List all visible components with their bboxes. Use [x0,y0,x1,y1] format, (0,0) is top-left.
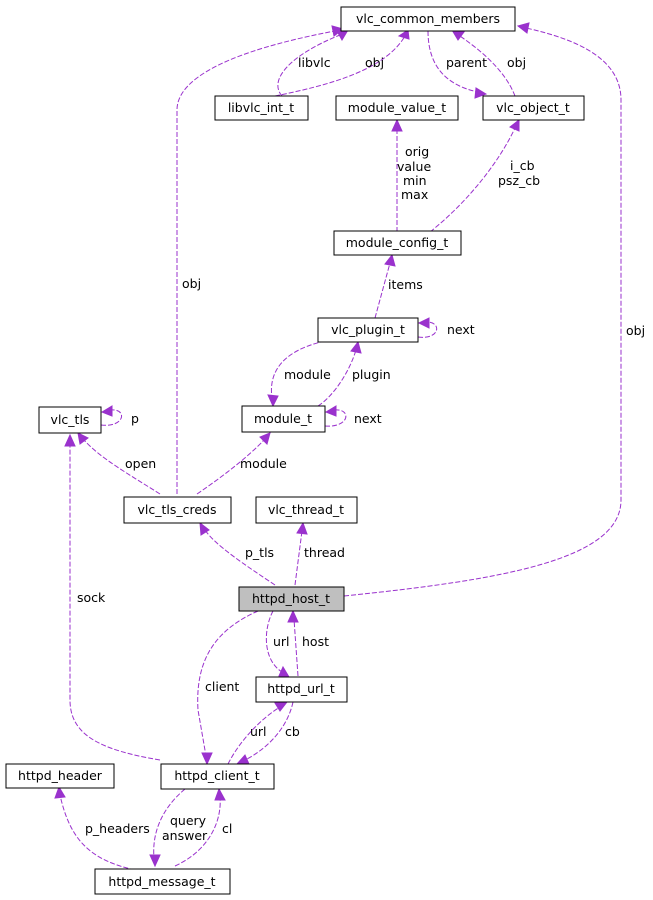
node-module-value-t[interactable]: module_value_t [335,95,459,121]
node-label-httpd-message-t: httpd_message_t [108,874,215,889]
edge-label-plugin: plugin [352,367,391,382]
edge-label-cb: cb [285,724,300,739]
edge-label-libvlc-obj: obj [365,55,384,70]
node-module-config-t[interactable]: module_config_t [333,230,462,256]
edge-cl: cl [174,787,232,867]
edge-libvlc-obj: obj [274,29,410,97]
node-vlc-thread-t[interactable]: vlc_thread_t [255,496,358,524]
edge-open: open [77,432,161,495]
edge-plugin: plugin [317,340,391,407]
edge-label-sock: sock [77,590,106,605]
edge-label-plugin-next: next [447,322,475,337]
node-httpd-url-t[interactable]: httpd_url_t [255,676,348,703]
node-vlc-tls-creds[interactable]: vlc_tls_creds [123,496,232,524]
edge-label-items: items [388,277,423,292]
edge-label-query: query [170,813,207,828]
node-label-httpd-url-t: httpd_url_t [267,681,335,696]
edge-client: client [197,610,259,766]
edge-label-client-url: url [250,724,267,739]
node-label-libvlc-int-t: libvlc_int_t [228,100,294,115]
edge-label-p-headers: p_headers [85,821,150,836]
edge-label-creds-module: module [240,456,287,471]
edge-label-url: url [273,634,290,649]
edge-plugin-next: next [417,317,475,338]
node-vlc-common-members[interactable]: vlc_common_members [340,6,516,32]
node-label-vlc-thread-t: vlc_thread_t [268,502,344,517]
edge-p-headers: p_headers [54,785,150,871]
node-label-module-value-t: module_value_t [348,100,446,115]
edge-parent: parent [427,30,488,99]
edge-module: module [267,340,331,408]
node-label-httpd-client-t: httpd_client_t [174,768,259,783]
edge-items: items [374,253,423,319]
edge-label-module-next: next [354,411,382,426]
node-label-module-config-t: module_config_t [346,235,449,250]
edge-label-module: module [284,367,331,382]
edge-label-cl: cl [222,821,232,836]
edge-label-client: client [205,679,239,694]
node-label-vlc-object-t: vlc_object_t [496,100,570,115]
edge-label-host: host [302,634,329,649]
node-httpd-host-t[interactable]: httpd_host_t [238,586,345,612]
edge-label-max: max [401,187,428,202]
edge-sock: sock [64,433,161,761]
node-label-httpd-host-t: httpd_host_t [252,591,330,606]
edge-host-obj: obj [343,22,645,597]
edge-label-host-obj: obj [626,323,645,338]
edge-config-values: orig value min max [391,118,431,232]
edge-client-url: url [227,701,289,765]
node-label-module-t: module_t [254,411,312,426]
edge-label-i-cb: i_cb [510,158,535,173]
edge-label-creds-obj: obj [182,276,201,291]
edge-p-tls: p_tls [199,521,276,586]
node-vlc-tls[interactable]: vlc_tls [38,406,102,434]
edge-creds-module: module [196,432,287,495]
node-httpd-client-t[interactable]: httpd_client_t [160,763,275,790]
edge-label-psz-cb: psz_cb [498,173,540,188]
edge-label-thread: thread [304,545,345,560]
node-label-vlc-tls-creds: vlc_tls_creds [137,502,216,517]
node-module-t[interactable]: module_t [241,405,326,433]
edge-callbacks: i_cb psz_cb [429,118,540,233]
node-label-httpd-header: httpd_header [18,768,103,783]
edge-thread: thread [294,521,345,586]
edge-label-orig: orig [405,144,429,159]
edge-host: host [287,609,329,677]
node-libvlc-int-t[interactable]: libvlc_int_t [214,95,309,121]
edge-url: url [265,610,290,678]
edge-label-p-tls: p_tls [245,545,274,560]
node-label-vlc-plugin-t: vlc_plugin_t [331,322,405,337]
node-vlc-object-t[interactable]: vlc_object_t [482,95,585,121]
edge-cb: cb [235,701,300,765]
edge-query-answer: query answer [149,788,208,868]
node-label-vlc-common-members: vlc_common_members [356,11,500,26]
node-httpd-message-t[interactable]: httpd_message_t [94,868,231,895]
edge-label-libvlc: libvlc [298,55,331,70]
node-vlc-plugin-t[interactable]: vlc_plugin_t [317,317,419,343]
node-httpd-header[interactable]: httpd_header [5,763,115,789]
edge-module-next: next [324,405,382,427]
edge-tls-p: p [100,405,139,426]
edge-label-parent: parent [446,55,487,70]
edge-label-object-obj: obj [507,55,526,70]
edge-label-value: value [397,159,431,174]
edge-creds-obj: obj [176,25,345,494]
edge-label-tls-p: p [131,411,139,426]
edge-libvlc: libvlc [277,29,349,97]
edge-label-open: open [125,456,156,471]
edge-label-answer: answer [162,828,208,843]
edge-label-min: min [403,173,427,188]
edge-object-obj: obj [451,29,526,97]
node-label-vlc-tls: vlc_tls [51,412,90,427]
